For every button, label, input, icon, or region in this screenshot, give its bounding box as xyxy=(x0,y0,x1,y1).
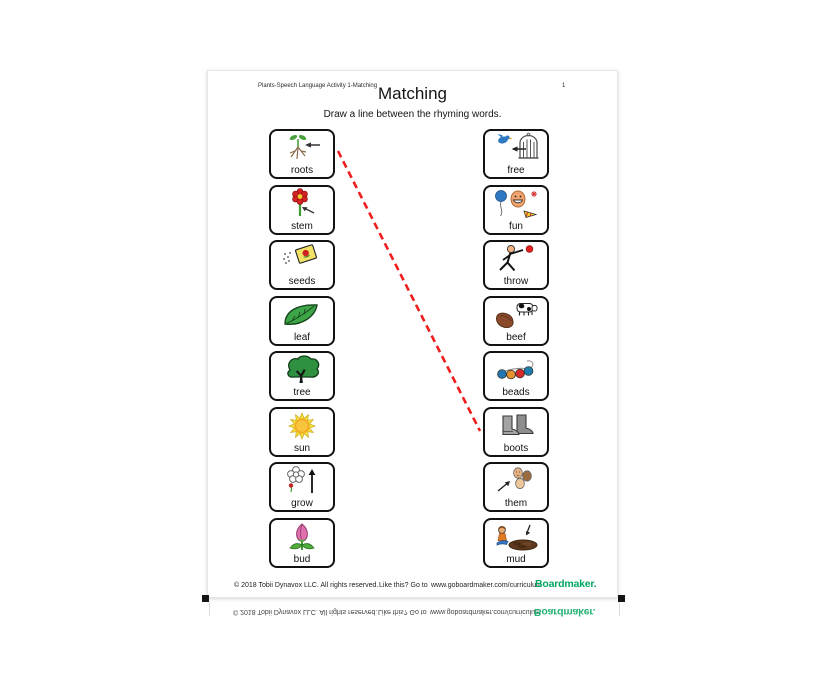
copyright-text: © 2018 Tobii Dynavox LLC. All rights res… xyxy=(234,582,379,589)
boardmaker-logo-mirrored: Boardmaker. xyxy=(534,606,596,618)
card-word: roots xyxy=(290,165,314,176)
card-fun[interactable]: fun xyxy=(483,185,549,235)
card-bud[interactable]: bud xyxy=(269,518,335,568)
page-footer: © 2018 Tobii Dynavox LLC. All rights res… xyxy=(208,578,617,591)
crop-tick-right xyxy=(619,602,620,616)
footer-url-text-mirrored: www.goboardmaker.com/curriculum xyxy=(430,608,541,615)
page-title: Matching xyxy=(378,84,447,103)
card-stem[interactable]: stem xyxy=(269,185,335,235)
throw-icon xyxy=(485,242,547,276)
card-word: free xyxy=(507,165,525,176)
page-number: 1 xyxy=(562,83,566,89)
card-word: leaf xyxy=(293,332,311,343)
bud-icon xyxy=(271,520,333,554)
grow-icon xyxy=(271,464,333,498)
card-word: stem xyxy=(291,221,313,232)
card-word: them xyxy=(504,498,528,509)
them-icon xyxy=(485,464,547,498)
card-beef[interactable]: beef xyxy=(483,296,549,346)
sun-icon xyxy=(271,409,333,443)
beads-icon xyxy=(485,353,547,387)
stem-icon xyxy=(271,187,333,221)
free-icon xyxy=(485,131,547,165)
footer-cta-text: Like this? Go to xyxy=(379,582,428,589)
card-word: beads xyxy=(502,387,530,398)
instructions-text: Draw a line between the rhyming words. xyxy=(323,109,502,120)
card-throw[interactable]: throw xyxy=(483,240,549,290)
copyright-text-mirrored: © 2018 Tobii Dynavox LLC. All rights res… xyxy=(233,608,378,615)
card-boots[interactable]: boots xyxy=(483,407,549,457)
card-word: boots xyxy=(503,443,529,454)
card-word: throw xyxy=(503,276,529,287)
document-header-text: Plants-Speech Language Activity 1-Matchi… xyxy=(258,83,378,89)
card-word: beef xyxy=(506,332,526,343)
worksheet-page: Plants-Speech Language Activity 1-Matchi… xyxy=(207,70,618,598)
card-leaf[interactable]: leaf xyxy=(269,296,335,346)
card-word: bud xyxy=(293,554,311,565)
card-sun[interactable]: sun xyxy=(269,407,335,457)
boardmaker-logo: Boardmaker. xyxy=(535,578,597,590)
seeds-icon xyxy=(271,242,333,276)
roots-icon xyxy=(271,131,333,165)
card-beads[interactable]: beads xyxy=(483,351,549,401)
card-mud[interactable]: mud xyxy=(483,518,549,568)
card-word: fun xyxy=(509,221,523,232)
card-word: sun xyxy=(293,443,311,454)
card-word: tree xyxy=(293,387,311,398)
card-roots[interactable]: roots xyxy=(269,129,335,179)
boots-icon xyxy=(485,409,547,443)
card-seeds[interactable]: seeds xyxy=(269,240,335,290)
leaf-icon xyxy=(271,298,333,332)
footer-url-text: www.goboardmaker.com/curriculum xyxy=(431,582,542,589)
card-free[interactable]: free xyxy=(483,129,549,179)
crop-tick-left xyxy=(209,602,210,616)
card-grow[interactable]: grow xyxy=(269,462,335,512)
footer-reflection: © 2018 Tobii Dynavox LLC. All rights res… xyxy=(207,604,618,618)
crop-mark-right xyxy=(618,595,625,602)
tree-icon xyxy=(271,353,333,387)
mud-icon xyxy=(485,520,547,554)
card-tree[interactable]: tree xyxy=(269,351,335,401)
crop-mark-left xyxy=(202,595,209,602)
card-them[interactable]: them xyxy=(483,462,549,512)
beef-icon xyxy=(485,298,547,332)
fun-icon xyxy=(485,187,547,221)
card-word: mud xyxy=(506,554,526,565)
footer-cta-text-mirrored: Like this? Go to xyxy=(378,608,427,615)
card-word: seeds xyxy=(288,276,316,287)
card-word: grow xyxy=(291,498,313,509)
